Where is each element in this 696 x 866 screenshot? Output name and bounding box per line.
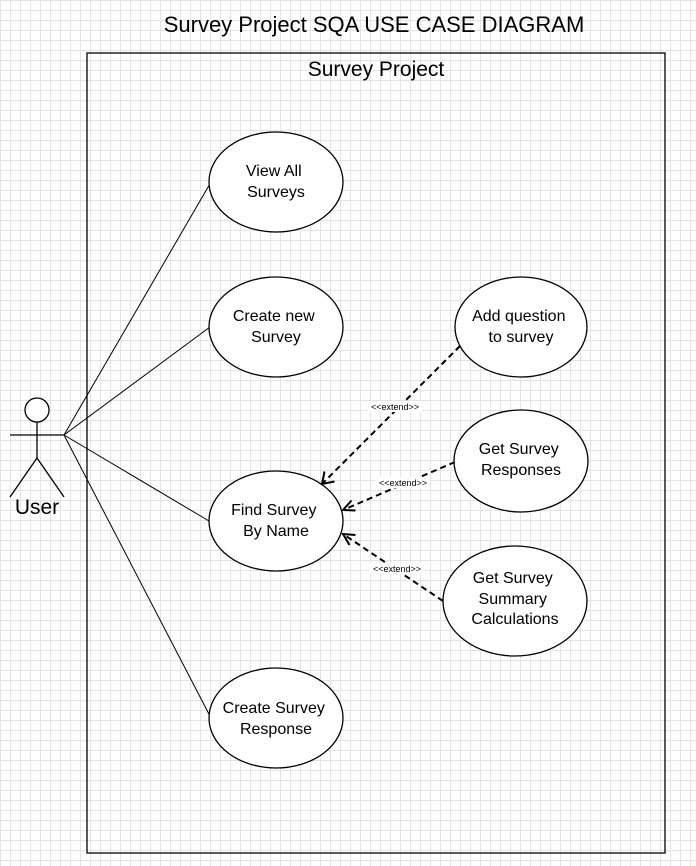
extend-get-responses: <<extend>> [340,461,456,512]
use-case-get-survey-summary-calculations: Get Survey Summary Calculations [442,545,588,657]
extend-label: <<extend>> [371,402,419,412]
extend-add-question: <<extend>> [320,345,461,486]
use-case-ellipse [454,276,588,378]
use-case-label: Create Survey Response [223,700,330,738]
use-case-label: Get Survey Summary Calculations [471,570,558,628]
extend-label: <<extend>> [379,478,427,488]
actor-right-leg [36,457,65,498]
use-case-label: Add question to survey [472,308,570,346]
use-case-label: Create new Survey [233,308,319,346]
actor-left-leg [9,457,38,498]
association-create-response [63,434,212,719]
use-case-add-question-to-survey: Add question to survey [454,276,588,378]
extend-line [321,345,461,485]
use-case-ellipse [453,409,589,513]
use-case-ellipse [208,131,344,233]
associations [63,181,212,719]
actor-label: User [15,496,59,519]
system-boundary [86,52,666,854]
actor-head [24,397,50,423]
use-case-ellipse [442,545,588,657]
use-case-ellipse [208,667,344,769]
use-case-view-all-surveys: View All Surveys [208,131,344,233]
system-name: Survey Project [308,58,445,81]
association-find-by-name [63,434,210,522]
extend-label: <<extend>> [373,564,421,574]
use-case-ellipse [208,276,344,378]
use-case-label: Get Survey Responses [479,441,563,479]
extend-relationships: <<extend>> <<extend>> <<extend>> [320,345,461,602]
extend-get-summary: <<extend>> [341,532,444,602]
actor-user: User [9,397,65,519]
association-create-new [63,326,211,436]
extend-arrowhead [341,532,356,546]
use-case-create-new-survey: Create new Survey [208,276,344,378]
use-case-label: Find Survey By Name [231,502,321,540]
use-case-create-survey-response: Create Survey Response [208,667,344,769]
use-case-label: View All Surveys [246,163,306,201]
use-case-find-survey-by-name: Find Survey By Name [208,470,344,572]
use-case-get-survey-responses: Get Survey Responses [453,409,589,513]
extend-label-bg [368,401,422,412]
association-view-all [63,181,212,436]
extend-label-bg [370,563,425,574]
use-case-ellipse [208,470,344,572]
extend-arrowhead [340,499,356,512]
extend-label-bg [375,477,430,488]
diagram-title: Survey Project SQA USE CASE DIAGRAM [164,12,585,37]
